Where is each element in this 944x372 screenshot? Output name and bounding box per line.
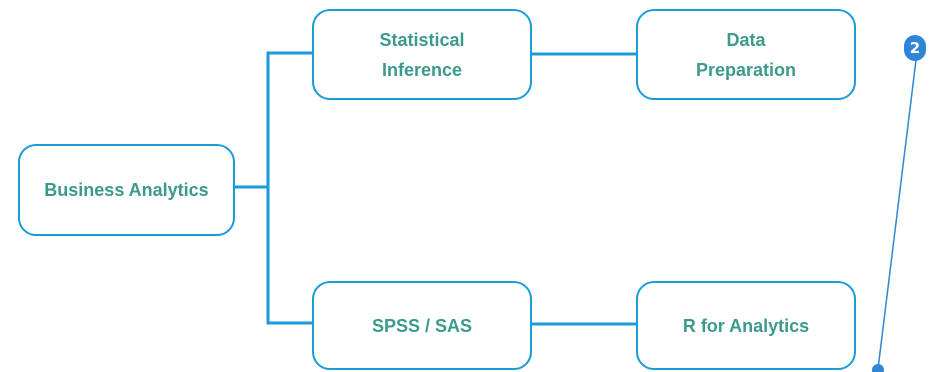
node-label-statistical-inference: Statistical Inference [379,29,465,80]
node-r-for-analytics: R for Analytics [636,281,856,370]
node-data-preparation: Data Preparation [636,9,856,100]
callout-number-badge: 2 [904,35,926,61]
node-label-business-analytics: Business Analytics [44,180,209,200]
node-label-r-for-analytics: R for Analytics [682,315,810,336]
node-business-analytics: Business Analytics [18,144,235,236]
node-label-data-preparation: Data Preparation [695,29,797,80]
node-spss-sas: SPSS / SAS [312,281,532,370]
callout-leader-line [877,59,917,370]
node-statistical-inference: Statistical Inference [312,9,532,100]
node-label-spss-sas: SPSS / SAS [371,315,473,336]
callout-anchor-dot [872,364,884,372]
